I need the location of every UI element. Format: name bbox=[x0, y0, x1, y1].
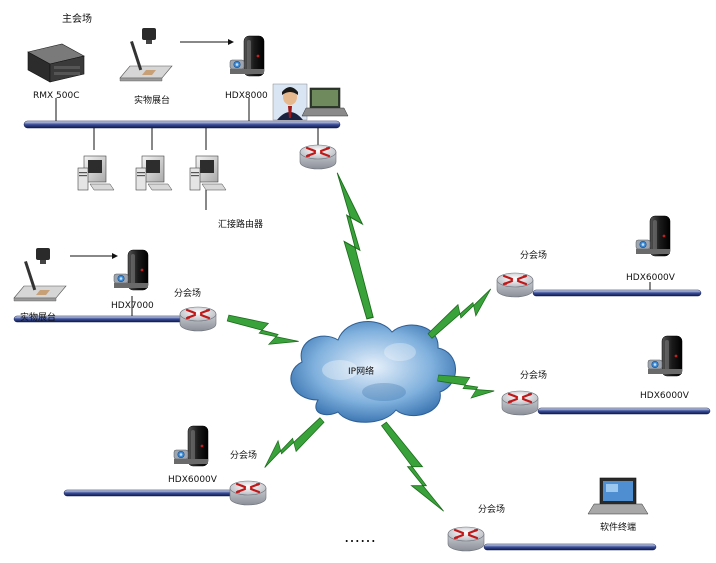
presenter-photo-icon bbox=[272, 83, 308, 121]
pc-icon bbox=[135, 155, 173, 191]
router-icon bbox=[228, 479, 268, 507]
main-bus bbox=[23, 120, 341, 129]
hdx7000-label: HDX7000 bbox=[111, 301, 154, 311]
codec-icon bbox=[635, 215, 671, 257]
hdx8000-label: HDX8000 bbox=[225, 91, 268, 101]
ip-network-cloud bbox=[290, 321, 456, 423]
branch-bus bbox=[63, 489, 239, 497]
branch-bus bbox=[537, 407, 711, 415]
rmx-mcu-icon bbox=[27, 43, 85, 83]
branch-bus bbox=[483, 543, 657, 551]
hdx6000v-label: HDX6000V bbox=[626, 273, 676, 283]
codec-icon bbox=[113, 249, 149, 291]
branch-label: 分会场 bbox=[520, 249, 547, 261]
codec-icon bbox=[229, 35, 265, 77]
branch-bus bbox=[532, 289, 702, 297]
rmx-label: RMX 500C bbox=[33, 91, 80, 101]
bolt-left-bottom bbox=[256, 409, 327, 475]
ip-network-label: IP网络 bbox=[348, 365, 374, 377]
aggregation-router-label: 汇接路由器 bbox=[218, 218, 263, 230]
hdx6000v-label: HDX6000V bbox=[640, 391, 690, 401]
codec-icon bbox=[173, 425, 209, 467]
router-icon bbox=[495, 271, 535, 299]
more-branches-ellipsis: …… bbox=[344, 527, 376, 546]
bolt-right-top bbox=[425, 281, 499, 348]
doc-camera-icon bbox=[119, 27, 173, 82]
arrow-head bbox=[228, 39, 234, 45]
bolt-right-bottom bbox=[372, 420, 452, 519]
codec-icon bbox=[647, 335, 683, 377]
main-router-icon bbox=[298, 143, 338, 171]
hdx6000v-label: HDX6000V bbox=[168, 475, 218, 485]
router-icon bbox=[446, 525, 486, 553]
bolt-main bbox=[326, 169, 386, 321]
branch-label: 分会场 bbox=[478, 503, 505, 515]
router-icon bbox=[178, 305, 218, 333]
branch-label: 分会场 bbox=[520, 369, 547, 381]
bolt-left-top bbox=[223, 311, 302, 353]
doc-camera-label: 实物展台 bbox=[20, 311, 56, 323]
pc-icon bbox=[77, 155, 115, 191]
doc-camera-icon bbox=[13, 247, 67, 302]
doc-camera-label: 实物展台 bbox=[134, 94, 170, 106]
branch-label: 分会场 bbox=[174, 287, 201, 299]
branch-label: 分会场 bbox=[230, 449, 257, 461]
laptop-icon bbox=[587, 477, 649, 515]
main-site-title: 主会场 bbox=[62, 12, 92, 25]
router-icon bbox=[500, 389, 540, 417]
pc-icon bbox=[189, 155, 227, 191]
software-terminal-label: 软件终端 bbox=[600, 521, 636, 533]
laptop-icon bbox=[301, 87, 349, 117]
